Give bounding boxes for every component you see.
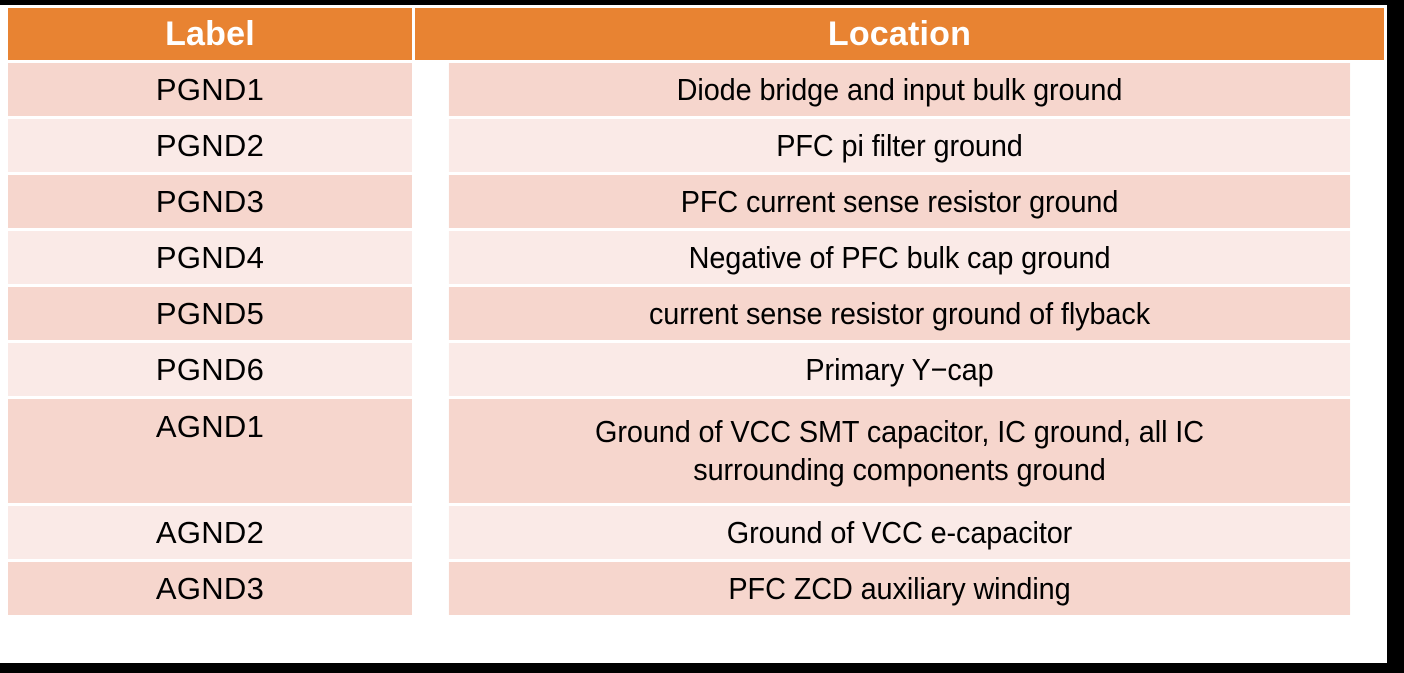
cell-location: current sense resistor ground of flyback — [448, 287, 1351, 340]
table-header: Label Location — [8, 8, 1384, 60]
cell-label: AGND1 — [8, 399, 412, 503]
column-header-label: Label — [8, 8, 412, 60]
cell-location: PFC ZCD auxiliary winding — [448, 562, 1351, 615]
table-row: AGND1 Ground of VCC SMT capacitor, IC gr… — [8, 399, 1384, 503]
cell-location: PFC current sense resistor ground — [448, 175, 1351, 228]
cell-location-text: Primary Y−cap — [805, 351, 994, 387]
table-row: PGND3 PFC current sense resistor ground — [8, 175, 1384, 228]
cell-location: PFC pi filter ground — [448, 119, 1351, 172]
cell-location: Primary Y−cap — [448, 343, 1351, 396]
table-container: Label Location PGND1 Diode bridge and in… — [5, 5, 1384, 663]
cell-location-text: Diode bridge and input bulk ground — [676, 71, 1123, 107]
table-body: PGND1 Diode bridge and input bulk ground… — [8, 63, 1384, 615]
table-row: PGND5 current sense resistor ground of f… — [8, 287, 1384, 340]
table-row: AGND2 Ground of VCC e-capacitor — [8, 506, 1384, 559]
table-row: PGND2 PFC pi filter ground — [8, 119, 1384, 172]
cell-location-text: PFC ZCD auxiliary winding — [728, 570, 1071, 606]
frame-border-bottom — [0, 663, 1404, 673]
cell-location-text: current sense resistor ground of flyback — [648, 295, 1151, 331]
header-row: Label Location — [8, 8, 1384, 60]
frame-border-top — [0, 0, 1404, 5]
table-row: PGND4 Negative of PFC bulk cap ground — [8, 231, 1384, 284]
cell-location-text-line2: surrounding components ground — [693, 452, 1106, 487]
cell-location-text: PFC current sense resistor ground — [680, 183, 1119, 219]
ground-labels-table: Label Location PGND1 Diode bridge and in… — [5, 5, 1387, 618]
cell-location-text: Ground of VCC e-capacitor — [726, 514, 1073, 550]
column-header-location: Location — [415, 8, 1384, 60]
cell-location-text: Negative of PFC bulk cap ground — [688, 239, 1111, 275]
cell-label: AGND3 — [8, 562, 412, 615]
table-row: PGND1 Diode bridge and input bulk ground — [8, 63, 1384, 116]
cell-location-text-line1: Ground of VCC SMT capacitor, IC ground, … — [595, 414, 1204, 450]
cell-location-text: PFC pi filter ground — [776, 127, 1023, 163]
cell-label: PGND6 — [8, 343, 412, 396]
cell-label: PGND4 — [8, 231, 412, 284]
cell-location: Ground of VCC SMT capacitor, IC ground, … — [448, 399, 1351, 503]
cell-label: PGND1 — [8, 63, 412, 116]
cell-location: Diode bridge and input bulk ground — [448, 63, 1351, 116]
cell-location: Negative of PFC bulk cap ground — [448, 231, 1351, 284]
table-row: PGND6 Primary Y−cap — [8, 343, 1384, 396]
cell-label: PGND2 — [8, 119, 412, 172]
cell-label: PGND5 — [8, 287, 412, 340]
cell-label: AGND2 — [8, 506, 412, 559]
frame-border-right — [1387, 0, 1404, 673]
cell-label: PGND3 — [8, 175, 412, 228]
table-row: AGND3 PFC ZCD auxiliary winding — [8, 562, 1384, 615]
cell-location: Ground of VCC e-capacitor — [448, 506, 1351, 559]
